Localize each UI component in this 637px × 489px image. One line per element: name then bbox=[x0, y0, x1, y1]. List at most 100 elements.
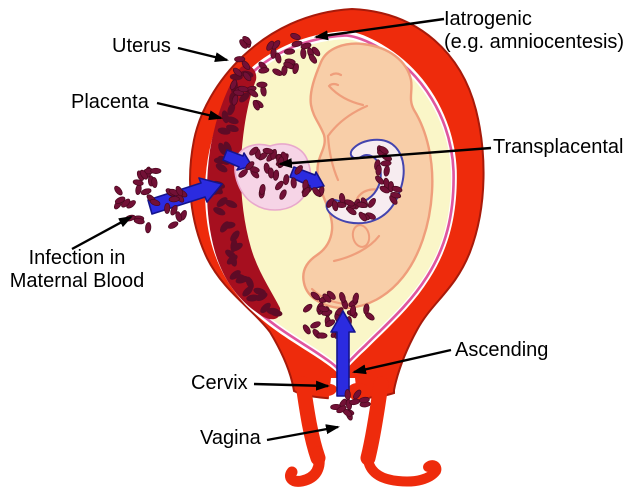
bacterium bbox=[272, 169, 280, 181]
bacterium bbox=[237, 85, 249, 93]
bacterium bbox=[252, 99, 260, 111]
bacterium bbox=[239, 92, 250, 103]
bacterium bbox=[363, 303, 370, 315]
label-iatrogenic: Iatrogenic (e.g. amniocentesis) bbox=[444, 8, 625, 53]
bacterium bbox=[149, 199, 161, 206]
bacterium bbox=[217, 127, 231, 135]
bacterium bbox=[151, 176, 158, 189]
bacterium bbox=[358, 396, 370, 404]
bacterium bbox=[226, 116, 239, 125]
bacterium bbox=[379, 185, 390, 194]
bacterium bbox=[219, 221, 230, 233]
bacterium bbox=[275, 180, 284, 191]
bacterium bbox=[234, 56, 246, 63]
label-infection-in-maternal-blood: Infection in Maternal Blood bbox=[9, 247, 145, 292]
label-placenta: Placenta bbox=[71, 91, 149, 113]
bacterium bbox=[322, 293, 332, 303]
label-ascending: Ascending bbox=[455, 339, 549, 361]
bacterium bbox=[269, 309, 283, 317]
bacterium bbox=[260, 302, 271, 314]
vaginal-walls bbox=[285, 376, 442, 487]
fetus-brow bbox=[329, 72, 343, 77]
bacterium bbox=[300, 42, 312, 50]
bacterium bbox=[259, 183, 266, 196]
bacterium bbox=[391, 185, 403, 193]
bacterium bbox=[245, 161, 255, 171]
bacterium bbox=[150, 167, 162, 174]
bacterium bbox=[336, 405, 347, 414]
bacterium bbox=[226, 254, 238, 265]
bacterium bbox=[215, 163, 228, 173]
vaginal-wall-right-foot bbox=[362, 447, 442, 487]
bacterium bbox=[242, 35, 252, 45]
bacterium bbox=[283, 48, 296, 55]
ascending-arrow bbox=[330, 310, 356, 397]
bacterium bbox=[114, 196, 126, 204]
bacterium bbox=[310, 321, 321, 329]
bacterium bbox=[346, 207, 357, 216]
label-cervix: Cervix bbox=[191, 372, 248, 394]
fetus-arm bbox=[326, 104, 369, 182]
bacterium bbox=[290, 177, 297, 189]
label-pointers bbox=[71, 17, 492, 442]
bacterium bbox=[230, 230, 240, 242]
placenta-pointer-line bbox=[156, 101, 223, 121]
bacterium bbox=[290, 33, 301, 40]
bacterium bbox=[283, 61, 294, 69]
bacterium bbox=[358, 211, 367, 222]
bacterium bbox=[256, 81, 268, 88]
bacterium bbox=[235, 273, 248, 283]
label-vagina: Vagina bbox=[200, 427, 261, 449]
bacterium bbox=[317, 305, 329, 313]
bacterium bbox=[262, 147, 274, 155]
fetus-hip-detail bbox=[351, 224, 371, 248]
bacterium bbox=[316, 332, 328, 339]
bacterium bbox=[242, 286, 253, 297]
bacterium bbox=[312, 187, 321, 197]
bacterium bbox=[140, 188, 152, 196]
fetus-eye bbox=[328, 82, 340, 87]
bacterium bbox=[175, 185, 184, 197]
bacterium bbox=[308, 53, 318, 64]
bacteria-uterine-wall bbox=[229, 33, 321, 111]
bacterium bbox=[229, 270, 241, 280]
bacterium bbox=[132, 179, 144, 186]
bacterium bbox=[339, 291, 346, 303]
bacterium bbox=[170, 205, 178, 216]
cervix-pointer-line bbox=[253, 380, 330, 391]
bacterium bbox=[303, 303, 313, 313]
placental-entry-arrow bbox=[222, 149, 253, 171]
bacterium bbox=[378, 146, 389, 155]
fetus-body bbox=[302, 42, 434, 310]
bacterium bbox=[272, 68, 283, 76]
bacteria-vaginal bbox=[330, 389, 371, 421]
bacterium bbox=[344, 389, 351, 401]
bacterium bbox=[294, 165, 303, 175]
bacterium bbox=[229, 79, 238, 90]
bacterium bbox=[145, 222, 152, 234]
bacterium bbox=[164, 202, 171, 214]
bacterium bbox=[353, 389, 362, 400]
bacterium bbox=[349, 305, 357, 317]
bacterium bbox=[213, 207, 226, 216]
bacterium bbox=[344, 199, 355, 207]
bacterium bbox=[367, 197, 376, 208]
bacteria-maternal-blood bbox=[113, 166, 188, 234]
iatrogenic-pointer-line bbox=[314, 17, 445, 41]
transplacental-pointer-line bbox=[278, 146, 492, 169]
fetus-jaw-line bbox=[327, 84, 365, 107]
bacteria-umbilical-cord bbox=[301, 145, 403, 222]
bacterium bbox=[266, 40, 275, 51]
bacterium bbox=[258, 67, 270, 74]
bacterium bbox=[383, 165, 390, 177]
bacterium bbox=[133, 217, 145, 225]
cervical-canal bbox=[318, 378, 368, 489]
bacterium bbox=[375, 175, 385, 185]
bacterium bbox=[248, 89, 259, 98]
bacterium bbox=[175, 211, 183, 223]
bacterium bbox=[245, 276, 254, 289]
bacterium bbox=[139, 169, 148, 180]
bacterium bbox=[283, 174, 290, 186]
bacterium bbox=[232, 67, 243, 77]
bacterium bbox=[331, 200, 339, 212]
